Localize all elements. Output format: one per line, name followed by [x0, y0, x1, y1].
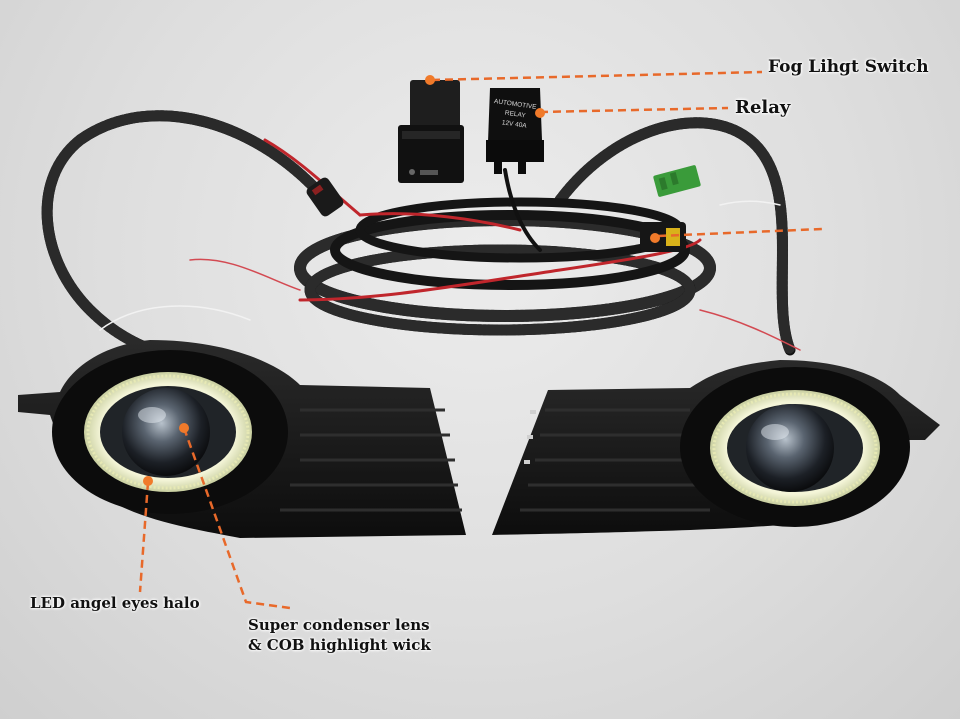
right-fog-light-assembly [492, 360, 940, 535]
condenser-lens-label-line1: Super condenser lens [248, 616, 430, 634]
condenser-lens-label-line2: & COB highlight wick [248, 636, 431, 654]
right-grille-slats [520, 408, 710, 512]
left-projector-lens [122, 388, 210, 476]
fog-light-switch-label: Fog Lihgt Switch [768, 57, 929, 77]
condenser-lens-label: Super condenser lens & COB highlight wic… [248, 615, 431, 655]
relay-label: Relay [735, 97, 791, 118]
callout-dot-fog-switch [425, 75, 435, 85]
callout-dot-connector [650, 233, 660, 243]
relay-label-line3: 12V 40A [501, 119, 527, 129]
left-fog-light-assembly [18, 340, 466, 538]
callout-dot-relay [535, 108, 545, 118]
right-projector-lens [746, 404, 834, 492]
callout-line-lens [182, 427, 291, 610]
callout-line-led-halo [138, 481, 150, 593]
callout-dot-lens [179, 423, 189, 433]
left-grille-slats [280, 408, 462, 512]
relay: AUTOMOTIVE RELAY 12V 40A [486, 88, 544, 174]
led-angel-eyes-label: LED angel eyes halo [30, 594, 200, 612]
fog-light-switch [398, 80, 464, 183]
callout-line-relay [539, 106, 729, 114]
callout-dot-led-halo [143, 476, 153, 486]
callout-line-fog-switch [431, 70, 763, 82]
callout-dots [143, 75, 660, 486]
connector-left [306, 177, 344, 217]
relay-label-line2: RELAY [504, 110, 526, 120]
callout-lines [138, 70, 823, 610]
green-terminal-block [653, 165, 701, 197]
callout-line-connector [657, 227, 823, 238]
